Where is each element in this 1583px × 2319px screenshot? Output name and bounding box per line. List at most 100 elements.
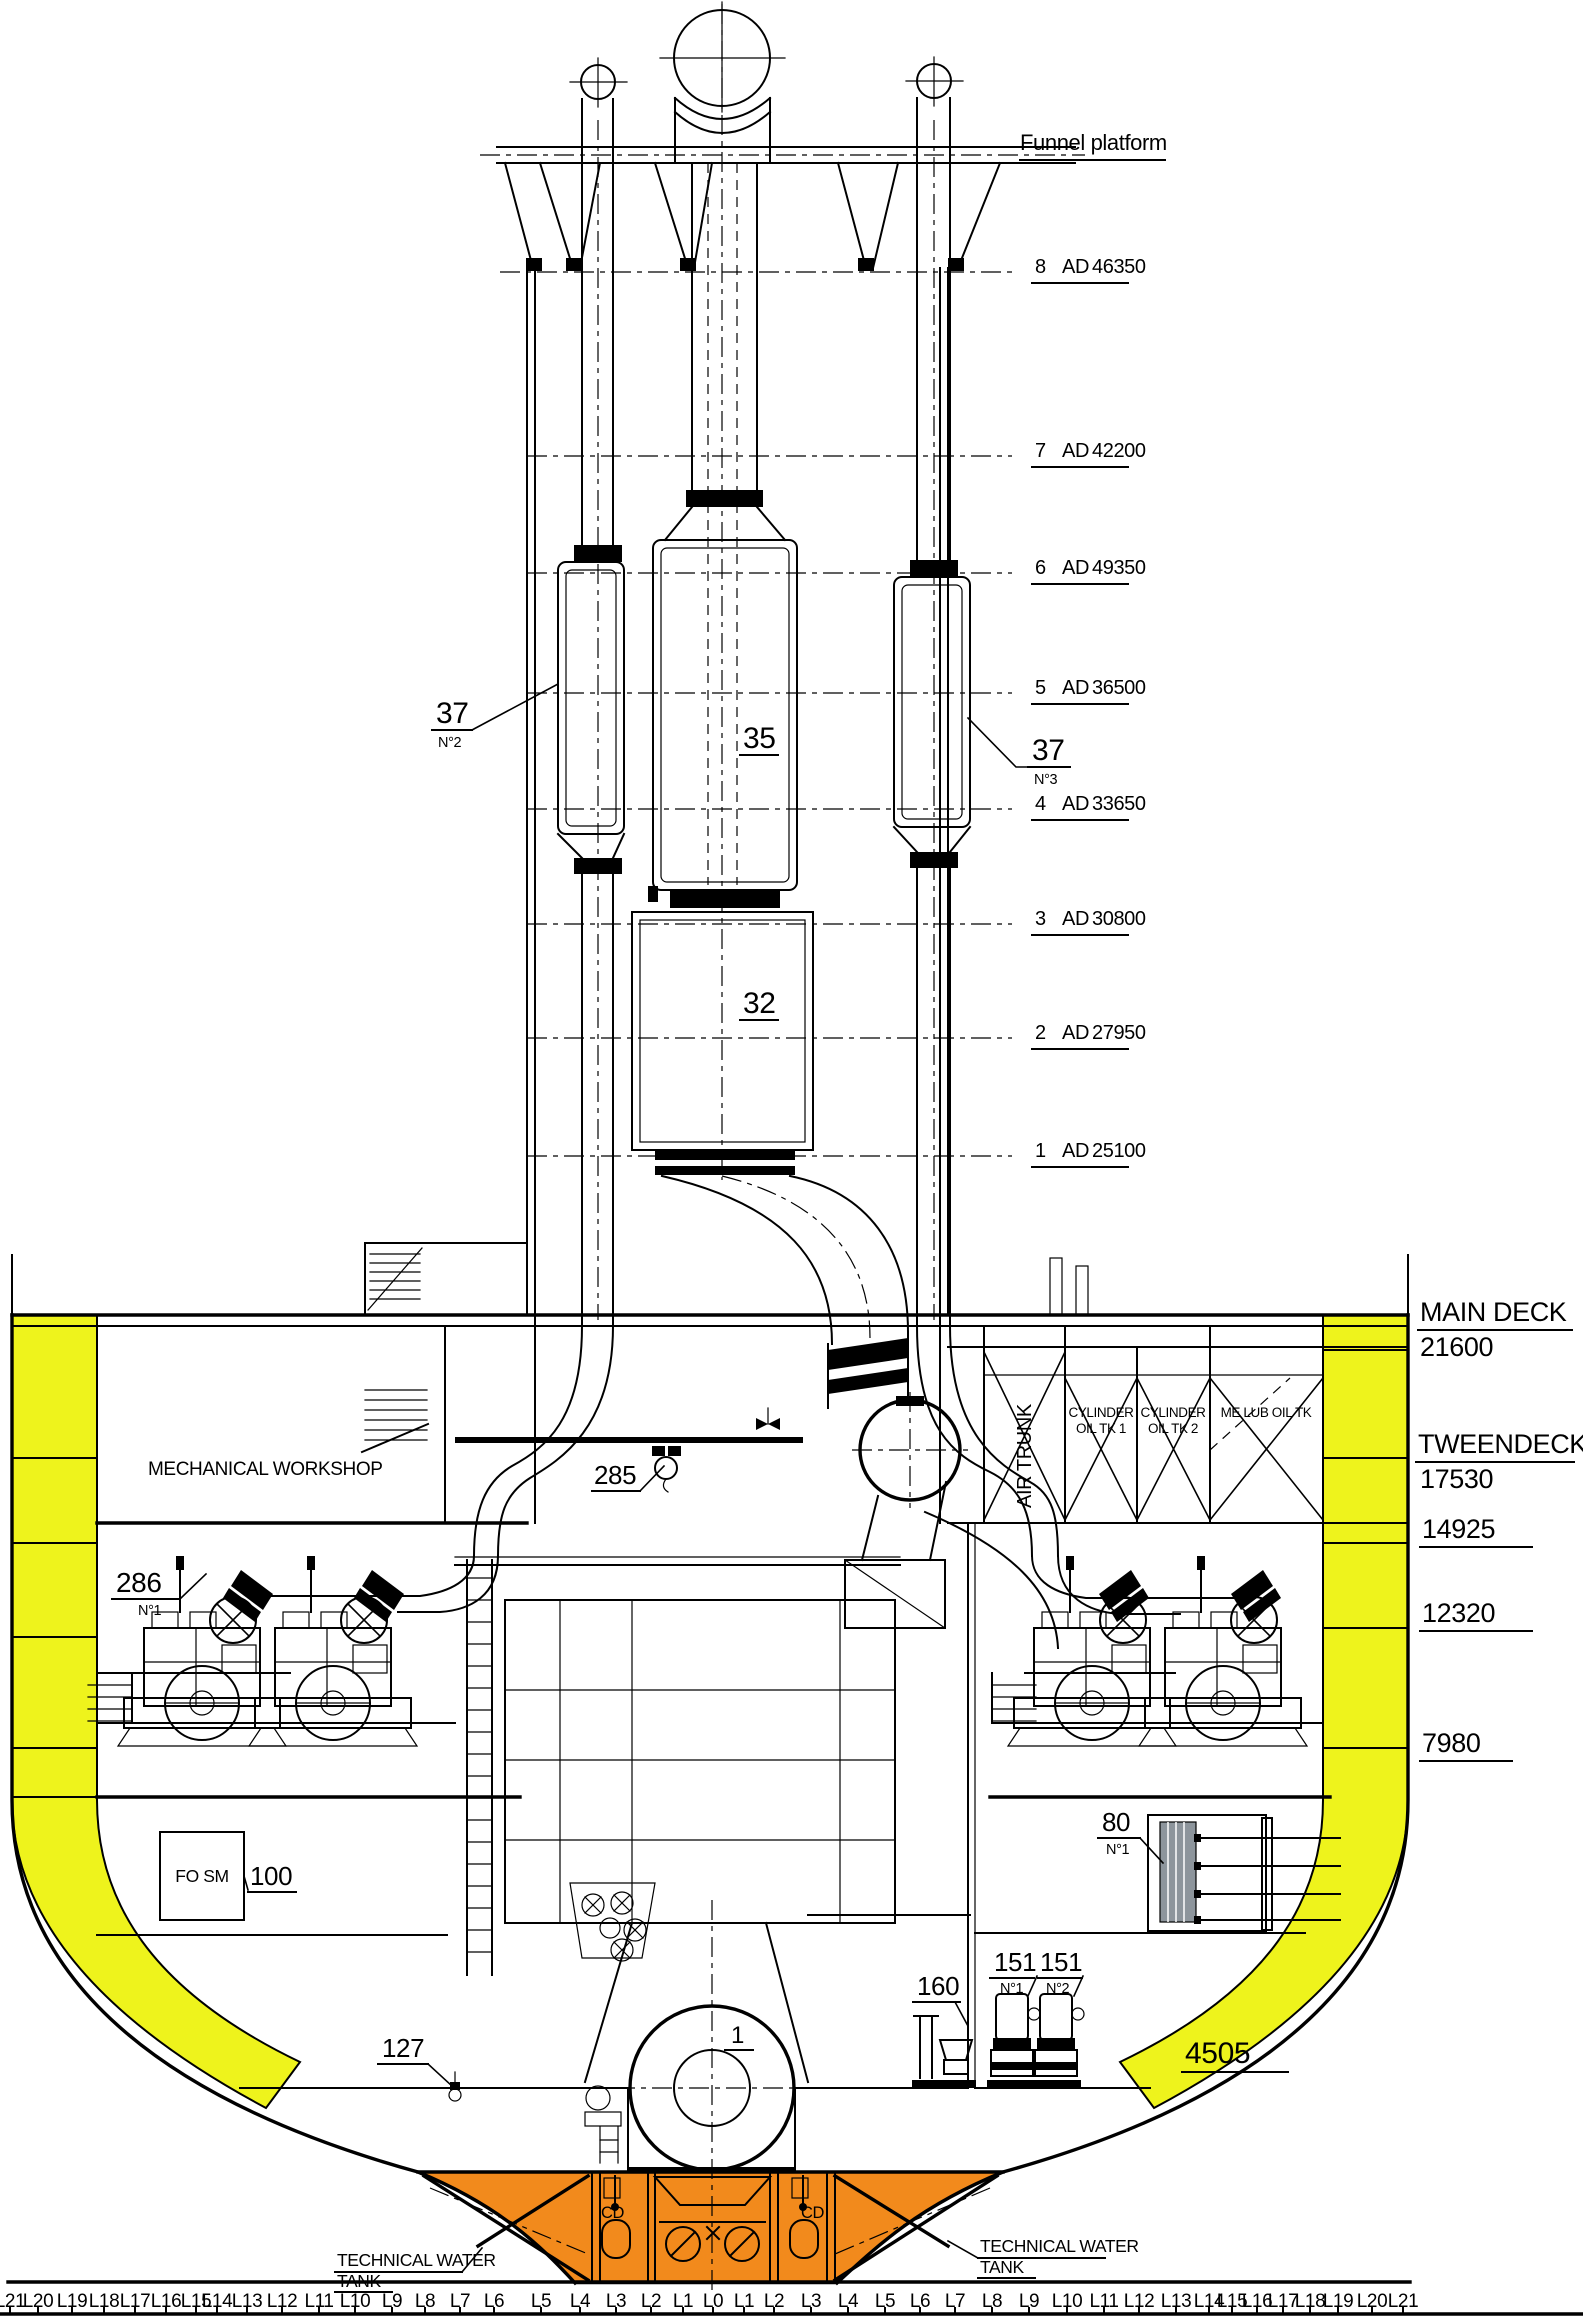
funnel-structure <box>480 146 1085 1524</box>
cd-manhole-right <box>789 2175 819 2259</box>
svg-text:N°1: N°1 <box>138 1603 161 1619</box>
frame-label: L17 <box>1268 2291 1299 2312</box>
annotations: Funnel platform 37 N°2 35 37 N°3 32 MAIN <box>111 130 1583 2293</box>
hull-structure <box>10 1242 1410 2286</box>
exhaust-stacks <box>223 1 1281 1650</box>
svg-text:OIL TK 2: OIL TK 2 <box>1148 1421 1198 1436</box>
cyl-oil-tk1-label: CYLINDER OIL TK 1 <box>1068 1405 1134 1436</box>
elevation-4505: 4505 <box>1181 2037 1289 2073</box>
frame-label: L15 <box>181 2291 212 2312</box>
svg-text:100: 100 <box>250 1861 292 1891</box>
frame-label: L19 <box>57 2291 88 2312</box>
air-trunk-label: AIR TRUNK <box>1014 1403 1036 1508</box>
workshop-stair <box>360 1389 430 1454</box>
frame-label: L10 <box>1052 2291 1083 2312</box>
pump-151-1 <box>987 1993 1041 2088</box>
frame-label: L1 <box>734 2291 754 2312</box>
svg-text:N°2: N°2 <box>1046 1981 1069 1997</box>
cyl-oil-tk2-label: CYLINDER OIL TK 2 <box>1140 1405 1206 1436</box>
svg-text:N°1: N°1 <box>1106 1842 1129 1858</box>
me-lub-oil-label: ME LUB OIL TK <box>1221 1405 1312 1420</box>
funnel-platform-label: Funnel platform <box>1020 130 1167 155</box>
svg-text:286: 286 <box>116 1567 162 1598</box>
fo-sm-label: FO SM <box>175 1866 228 1886</box>
label-100: 100 <box>243 1861 297 1893</box>
cd-manhole-left <box>601 2175 631 2259</box>
label-160: 160 <box>912 1971 970 2028</box>
label-main-engine: 1 <box>724 2022 754 2051</box>
svg-text:285: 285 <box>594 1460 636 1490</box>
technical-water-tank-region <box>417 2170 1004 2285</box>
frame-label: L13 <box>232 2291 263 2312</box>
pump-160 <box>912 2015 976 2088</box>
svg-text:CYLINDER: CYLINDER <box>1140 1405 1206 1420</box>
svg-text:37: 37 <box>436 697 469 730</box>
frame-label: L2 <box>764 2291 784 2312</box>
side-tank-bands <box>11 1314 1409 2110</box>
svg-text:14925: 14925 <box>1422 1514 1495 1544</box>
gen-silencer-stbd <box>892 56 1281 1622</box>
frame-label: L15 <box>1217 2291 1248 2312</box>
svg-text:151: 151 <box>994 1947 1036 1977</box>
svg-text:1: 1 <box>731 2022 744 2049</box>
svg-text:160: 160 <box>917 1971 959 2001</box>
frame-label: L0 <box>703 2291 723 2312</box>
frame-label: L4 <box>570 2291 591 2312</box>
svg-text:7980: 7980 <box>1422 1728 1480 1758</box>
frame-label: L16 <box>151 2291 182 2312</box>
svg-text:12320: 12320 <box>1422 1598 1495 1628</box>
turning-gear-pump <box>584 2085 622 2164</box>
svg-text:21600: 21600 <box>1420 1332 1493 1362</box>
svg-text:TWEENDECK: TWEENDECK <box>1418 1429 1583 1459</box>
frame-scale: L21L20L19L18L17L16L15L14L13L12L11L10L9L8… <box>0 2280 1583 2316</box>
elevation-tweendeck: TWEENDECK 17530 <box>1415 1429 1583 1494</box>
frame-label: L2 <box>641 2291 661 2312</box>
frame-label: L6 <box>484 2291 504 2312</box>
deckhouse <box>364 1242 528 1316</box>
frame-label: L3 <box>606 2291 626 2312</box>
label-80: 80 N°1 <box>1097 1807 1165 1865</box>
elevation-12320: 12320 <box>1419 1598 1533 1632</box>
frame-label: L5 <box>875 2291 895 2312</box>
frame-label: L6 <box>910 2291 930 2312</box>
tank-bracing <box>982 1350 1325 1522</box>
engine-room-ladder <box>466 1559 493 1976</box>
frame-label: L21 <box>0 2291 25 2312</box>
platform-braces <box>503 161 1002 270</box>
main-engine <box>448 1407 901 2172</box>
label-151-2: 151 N°2 <box>1037 1947 1085 1998</box>
pump-151-2 <box>1031 1993 1085 2088</box>
workshop-label: MECHANICAL WORKSHOP <box>148 1459 383 1480</box>
frame-label: L13 <box>1161 2291 1192 2312</box>
cd-label-right: CD <box>801 2204 825 2222</box>
frame-label: L3 <box>801 2291 821 2312</box>
frame-label: L8 <box>415 2291 435 2312</box>
frame-label: L7 <box>945 2291 965 2312</box>
svg-text:80: 80 <box>1102 1807 1130 1837</box>
frame-label: L14 <box>1194 2291 1225 2312</box>
cd-label-left: CD <box>601 2204 625 2222</box>
frame-label: L7 <box>450 2291 470 2312</box>
frame-label: L14 <box>202 2291 233 2312</box>
frame-label: L18 <box>89 2291 120 2312</box>
elevation-7980: 7980 <box>1419 1728 1513 1762</box>
svg-text:35: 35 <box>743 722 776 755</box>
elevation-main-deck: MAIN DECK 21600 <box>1417 1297 1573 1362</box>
auxiliaries <box>159 1814 1341 2088</box>
frame-label: L11 <box>1089 2291 1118 2312</box>
gen-silencer-port <box>223 57 628 1622</box>
drain-fitting-127 <box>448 2071 462 2102</box>
frame-label: L5 <box>531 2291 551 2312</box>
label-exhaust-boiler: 32 <box>739 987 779 1021</box>
frame-label: L20 <box>23 2291 54 2312</box>
frame-label: L21 <box>1388 2291 1419 2312</box>
centerlines <box>597 4 935 2296</box>
